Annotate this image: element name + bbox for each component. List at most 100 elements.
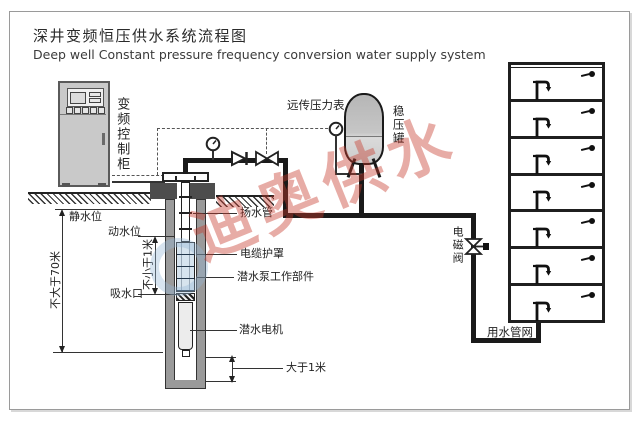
tank-label: 稳压罐: [391, 105, 406, 146]
gauge-sensing-line: [335, 135, 337, 175]
gate-valve-icon: [255, 150, 279, 167]
dim-arrow: [152, 288, 158, 295]
dynamic-level-label: 动水位: [108, 225, 141, 238]
solenoid-valve-label: 电磁阀: [451, 226, 465, 265]
faucet-icon: [533, 301, 552, 322]
cabinet-display-panel: [67, 88, 104, 107]
wall-tap-icon: [580, 71, 595, 79]
submersible-motor: [178, 302, 193, 350]
page-subtitle: Deep well Constant pressure frequency co…: [33, 47, 486, 62]
dim-arrow: [229, 355, 235, 362]
water-network-label: 用水管网: [487, 325, 533, 339]
building-floor: [511, 176, 602, 213]
cable-guard-label: 电缆护罩: [240, 247, 284, 260]
signal-wire-to-gauge: [157, 128, 333, 129]
flange-bolt: [175, 176, 177, 180]
cabinet-screen: [70, 92, 86, 104]
cable-guard-leader: [196, 254, 237, 255]
cabinet-foot: [62, 183, 70, 187]
suction-inlet-label: 吸水口: [110, 287, 143, 300]
building-floor: [511, 286, 602, 322]
riser-leader: [193, 213, 237, 214]
pipe-network-bottom: [471, 338, 541, 343]
cabinet-label: 变频控制柜: [114, 97, 130, 172]
bottom-clearance-dimension: 大于1米: [286, 361, 326, 374]
wellhead-concrete-left: [150, 183, 177, 199]
dim-arrow: [59, 346, 65, 353]
submersible-pump-stages: [176, 242, 195, 292]
faucet-icon: [533, 80, 552, 100]
pump-parts-label: 潜水泵工作部件: [237, 270, 314, 283]
cabinet-button: [74, 107, 81, 114]
power-cable: [112, 181, 165, 183]
signal-wire-to-valve: [266, 128, 267, 154]
clearance-ref-top: [206, 357, 236, 358]
remote-pressure-gauge-icon: [328, 121, 344, 137]
motor-label: 潜水电机: [239, 323, 283, 336]
building-water-network: [508, 62, 605, 323]
static-level-label: 静水位: [69, 210, 102, 223]
cabinet-button: [82, 107, 89, 114]
max-depth-dimension: 不大于70米: [49, 251, 62, 309]
pressure-tank: [344, 93, 384, 165]
pressure-gauge-icon: [205, 136, 221, 152]
building-floor: [511, 249, 602, 287]
pipe-drop-vertical: [283, 158, 288, 215]
building-floor: [511, 65, 602, 102]
suction-screen: [176, 293, 195, 301]
wall-tap-icon: [580, 255, 595, 263]
pipe-main-horizontal: [283, 213, 476, 218]
riser-pipe-label: 扬水管: [240, 206, 273, 219]
motor-bottom-cap: [182, 350, 190, 357]
riser-flange-joint: [179, 212, 192, 214]
check-valve-icon: [231, 150, 248, 167]
gauge-stem: [212, 150, 214, 160]
clearance-leader: [233, 368, 283, 369]
wall-tap-icon: [580, 144, 595, 153]
faucet-icon: [533, 154, 552, 174]
pipe-to-network-vertical: [471, 213, 476, 342]
ground-hatch-right: [216, 195, 274, 207]
wall-tap-icon: [580, 181, 595, 190]
control-wire: [112, 175, 164, 176]
frequency-control-cabinet: [58, 81, 110, 187]
min-submergence-dimension: 不小于1米: [141, 239, 155, 290]
dim-arrow: [59, 209, 65, 216]
faucet-icon: [533, 191, 552, 211]
diagram-border-frame: [9, 11, 630, 410]
faucet-icon: [533, 117, 552, 137]
faucet-icon: [533, 264, 552, 285]
cabinet-button: [66, 107, 73, 114]
remote-gauge-label: 远传压力表: [287, 98, 345, 112]
faucet-icon: [533, 227, 552, 248]
submergence-dimension-line: [155, 238, 156, 293]
tank-connection-pipe: [359, 163, 364, 215]
pipe-wellhead-vertical: [183, 158, 188, 174]
cabinet-indicator: [89, 92, 101, 97]
tank-seam: [346, 136, 382, 137]
ground-hatch-left: [28, 192, 151, 204]
riser-flange-joint: [179, 196, 192, 198]
dim-arrow: [152, 236, 158, 243]
clearance-dimension-line: [232, 357, 233, 381]
building-floor: [511, 139, 602, 176]
cabinet-button: [90, 107, 97, 114]
wall-tap-icon: [580, 292, 595, 300]
wellhead-concrete-right: [187, 183, 215, 199]
cabinet-foot: [98, 183, 106, 187]
cabinet-button: [98, 107, 105, 114]
dim-arrow: [229, 376, 235, 383]
page-title: 深井变频恒压供水系统流程图: [33, 27, 248, 45]
depth-ref-line: [53, 352, 163, 353]
flange-bolt: [194, 176, 196, 180]
wall-tap-icon: [580, 107, 595, 116]
building-floor: [511, 212, 602, 250]
depth-dimension-line: [62, 212, 63, 352]
building-floor: [511, 102, 602, 139]
clearance-ref-bottom: [206, 381, 236, 382]
cabinet-door-handle: [102, 133, 105, 145]
pump-parts-leader: [196, 277, 234, 278]
cabinet-indicator: [89, 98, 101, 103]
control-wire: [157, 128, 158, 175]
